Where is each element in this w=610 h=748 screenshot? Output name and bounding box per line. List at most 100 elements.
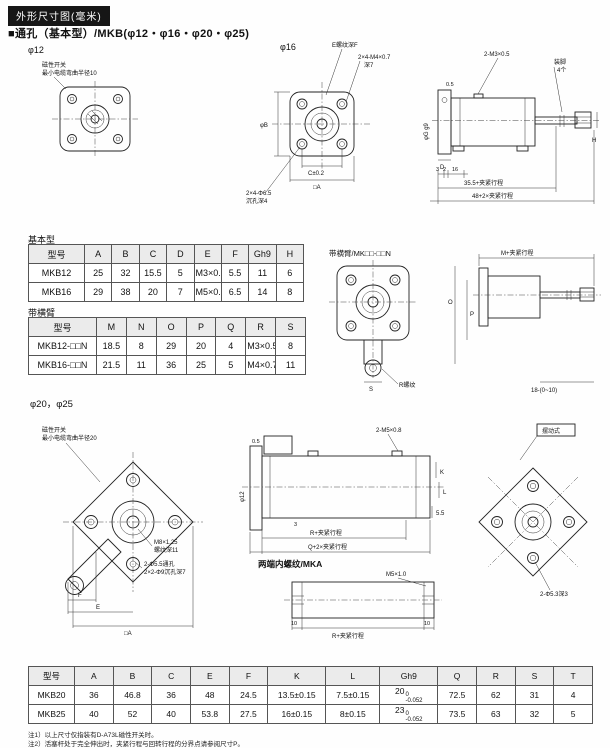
column-header: E (193, 244, 222, 264)
phi2025-front-view: 磁性开关 最小电缆弯曲半径20 M8×1.25 螺纹深11 2-Φ5.5通孔 2… (42, 426, 203, 637)
value-cell: 7.5±0.15 (325, 685, 381, 705)
value-cell: 6 (275, 263, 305, 283)
arm-front-view: 带横臂/MK□□-□□N S R螺纹 (329, 248, 417, 393)
value-cell: 36 (155, 355, 187, 375)
value-cell: 53.8 (189, 704, 230, 724)
value-cell: 8 (275, 336, 306, 356)
basic-side-view: 2-M3×0.5 装脚 4个 0.5 φG g9 D 3 2 16 35.5+夹… (424, 52, 600, 204)
column-header: D (166, 244, 195, 264)
column-header: C (138, 244, 168, 264)
phi16-label: φ16 (280, 42, 296, 52)
feet-qty-note: 4个 (557, 67, 566, 74)
column-header: R (475, 666, 516, 686)
column-header: E (189, 666, 230, 686)
basic-table-title: 基本型 (28, 235, 56, 245)
dim-e-2025: E (96, 605, 100, 611)
mka-view: 两端内螺纹/MKA M5×1.0 10 10 R+夹紧行程 (258, 559, 442, 640)
value-cell: 46.8 (112, 685, 153, 705)
dim-2: 2 (443, 167, 446, 173)
dim-55: 5.5 (436, 511, 445, 517)
arm-diagram-title: 带横臂/MK□□-□□N (329, 248, 391, 258)
m4-depth-note: 深7 (364, 61, 374, 69)
dim-range: 18-(0~10) (531, 388, 557, 394)
column-header: R (245, 317, 277, 337)
value-cell: 4 (553, 685, 593, 705)
model-cell: MKB16 (28, 282, 85, 302)
column-header: S (514, 666, 555, 686)
value-cell: 11 (275, 355, 306, 375)
column-header: 型号 (28, 666, 75, 686)
counterbore-depth-note: 沉孔深4 (246, 197, 268, 205)
value-cell: 21.5 (96, 355, 127, 375)
note-1: 注1）以上尺寸仅指装有D-A73L磁性开关时。 (28, 732, 158, 739)
dim-3-2025: 3 (294, 522, 297, 528)
column-header: T (553, 666, 593, 686)
column-header: K (267, 666, 327, 686)
column-header: C (151, 666, 191, 686)
value-cell: M3×0.5 (193, 263, 222, 283)
swing-type-view: 摆动式 2-Φ5.3深3 (478, 423, 588, 598)
cable-radius-note: 最小电缆弯曲半径10 (42, 69, 97, 77)
value-cell: 25 (185, 355, 217, 375)
value-cell: 5 (215, 355, 247, 375)
dim-q-stroke: Q+2×夹紧行程 (308, 543, 347, 551)
value-cell: 24.5 (228, 685, 269, 705)
phi16-front-view: φ16 φB C±0.2 □A E螺纹深F 2×4-M4×0.7 深7 2×4-… (246, 41, 391, 205)
value-cell: M4×0.7 (245, 355, 277, 375)
phi2025-label: φ20，φ25 (30, 399, 73, 410)
value-cell: 8 (275, 282, 305, 302)
value-cell: 40 (74, 704, 114, 724)
value-cell: 40 (151, 704, 191, 724)
value-cell: 38 (111, 282, 140, 302)
dim-3: 3 (436, 167, 439, 173)
column-header: F (220, 244, 250, 264)
value-cell: 8±0.15 (325, 704, 381, 724)
phi2025-side-view: 2-M5×0.8 0.5 φ12 K L 5.5 3 R+夹紧行程 Q+2×夹紧… (240, 428, 447, 554)
value-cell: 73.5 (437, 704, 477, 724)
value-cell: 36 (151, 685, 191, 705)
column-header: Q (437, 666, 477, 686)
value-cell: 20 (185, 336, 217, 356)
phi12-front-view: φ12 磁性开关 最小电缆弯曲半径10 (28, 45, 138, 157)
value-cell: 29 (155, 336, 187, 356)
value-cell: 5 (166, 263, 195, 283)
column-header: A (83, 244, 113, 264)
value-cell: 29 (83, 282, 113, 302)
cable-radius-note-2025: 最小电缆弯曲半径20 (42, 434, 97, 442)
dim-square-a-2025: □A (124, 631, 132, 637)
column-header: S (275, 317, 306, 337)
value-cell: 52 (112, 704, 153, 724)
e-thread-note: E螺纹深F (332, 41, 358, 49)
value-cell: 63 (475, 704, 516, 724)
column-header: 型号 (28, 244, 85, 264)
value-cell: 11 (248, 263, 277, 283)
counterbore-note-2025: 2×2-Φ9沉孔深7 (144, 568, 186, 576)
dim-m-stroke: M+夹紧行程 (501, 249, 534, 257)
value-cell: 8 (125, 336, 157, 356)
column-header: B (112, 666, 153, 686)
dim-gap: 0.5 (446, 82, 454, 88)
column-header: B (111, 244, 140, 264)
value-cell: 48 (189, 685, 230, 705)
column-header: F (228, 666, 269, 686)
section-title: ■通孔（基本型）/MKB(φ12・φ16・φ20・φ25) (8, 28, 250, 40)
value-cell: 5.5 (220, 263, 250, 283)
column-header: Gh9 (379, 666, 439, 686)
swing-type-label: 摆动式 (542, 427, 560, 435)
value-cell: 31 (514, 685, 555, 705)
value-cell: 14 (248, 282, 277, 302)
dim-c-tolerance: C±0.2 (308, 171, 325, 177)
dim-o: O (448, 300, 453, 306)
value-cell: M3×0.5 (245, 336, 277, 356)
model-cell: MKB12 (28, 263, 85, 283)
dim-phi-b: φB (260, 123, 268, 129)
model-cell: MKB16-□□N (28, 355, 97, 375)
